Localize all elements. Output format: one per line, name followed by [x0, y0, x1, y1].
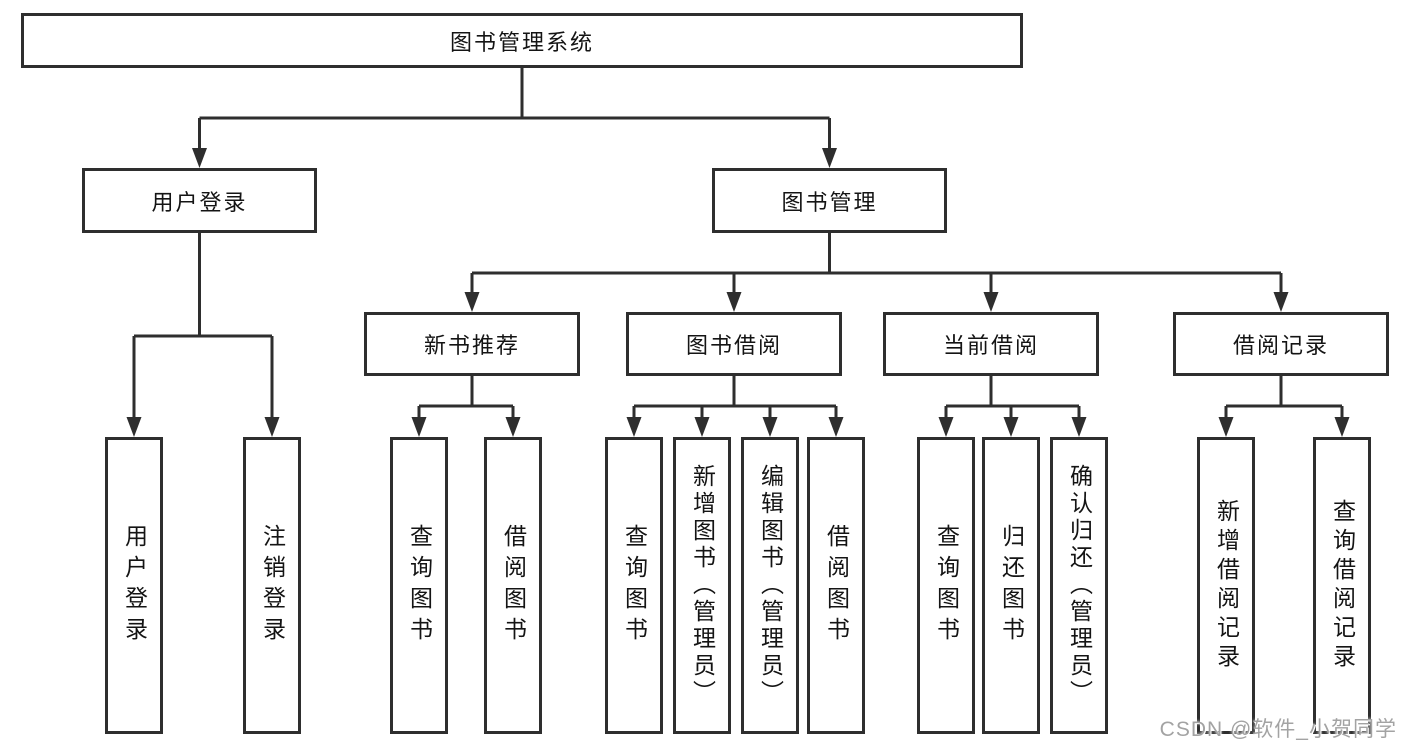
node-book-management: 图书管理 [712, 168, 947, 233]
node-current-borrow: 当前借阅 [883, 312, 1099, 376]
leaf-recommend-borrow-books: 借阅图书 [484, 437, 542, 734]
leaf-borrow-add-books-admin: 新增图书（管理员） [673, 437, 731, 734]
leaf-recommend-query-books: 查询图书 [390, 437, 448, 734]
leaf-borrow-borrow-books: 借阅图书 [807, 437, 865, 734]
leaf-current-confirm-return-admin: 确认归还（管理员） [1050, 437, 1108, 734]
leaf-user-login: 用户登录 [105, 437, 163, 734]
node-user-login: 用户登录 [82, 168, 317, 233]
leaf-records-add-record: 新增借阅记录 [1197, 437, 1255, 734]
leaf-current-query-books: 查询图书 [917, 437, 975, 734]
leaf-borrow-edit-books-admin: 编辑图书（管理员） [741, 437, 799, 734]
leaf-current-return-books: 归还图书 [982, 437, 1040, 734]
csdn-watermark: CSDN @软件_小贺同学 [1159, 718, 1397, 741]
node-borrow-records: 借阅记录 [1173, 312, 1389, 376]
node-root: 图书管理系统 [21, 13, 1023, 68]
leaf-borrow-query-books: 查询图书 [605, 437, 663, 734]
leaf-logout: 注销登录 [243, 437, 301, 734]
node-new-book-recommend: 新书推荐 [364, 312, 580, 376]
leaf-records-query-record: 查询借阅记录 [1313, 437, 1371, 734]
node-book-borrow: 图书借阅 [626, 312, 842, 376]
